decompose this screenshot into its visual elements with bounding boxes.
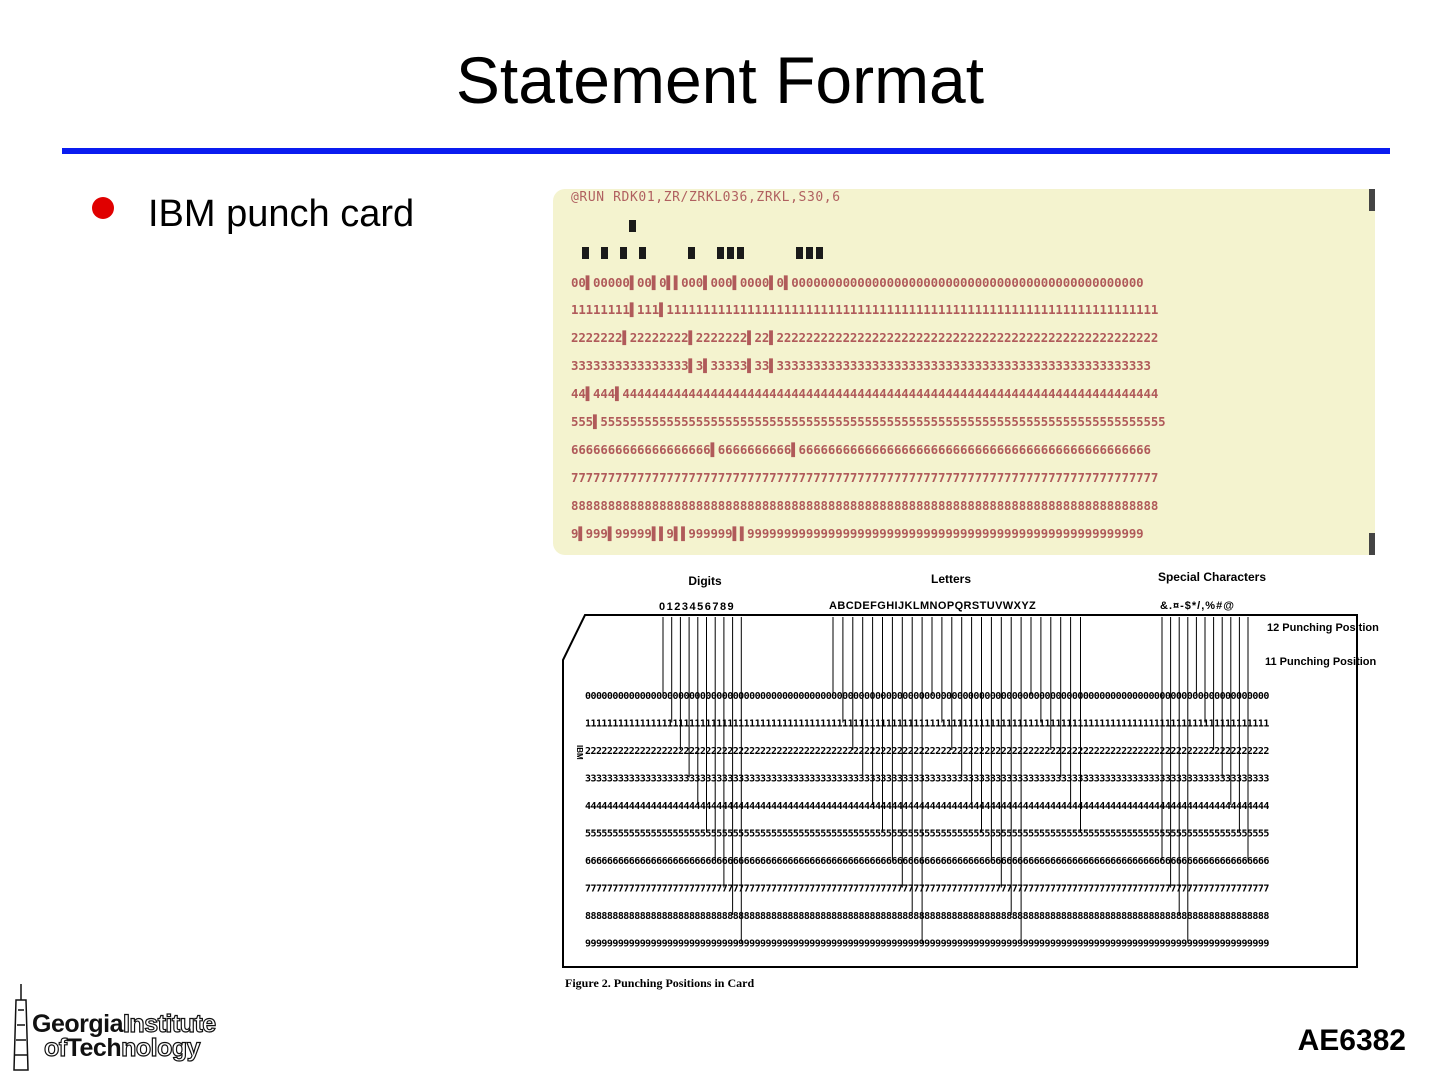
diagram-row-2: 2222222222222222222222222222222222222222… (585, 746, 1269, 757)
card-row-5: 555▌555555555555555555555555555555555555… (571, 414, 1166, 429)
punch-12-label: 12 Punching Position (1267, 622, 1379, 634)
digits-heading: Digits (688, 574, 722, 588)
logo-line-2: ofTechnology (43, 1033, 202, 1063)
diagram-row-5: 5555555555555555555555555555555555555555… (585, 829, 1269, 840)
special-heading: Special Characters (1158, 570, 1266, 584)
diagram-drawing: Digits Letters Special Characters 012345… (562, 570, 1379, 990)
diagram-digit-rows: 0000000000000000000000000000000000000000… (585, 691, 1270, 950)
diagram-leader-lines (662, 617, 1249, 943)
logo-word-tech: Tech (66, 1034, 122, 1062)
card-hole (727, 247, 734, 259)
card-hole (717, 247, 724, 259)
diagram-row-7: 7777777777777777777777777777777777777777… (585, 884, 1269, 895)
diagram-row-8: 8888888888888888888888888888888888888888… (585, 911, 1269, 922)
special-label: &.¤-$*/,%#@ (1160, 600, 1235, 612)
card-hole (582, 247, 589, 259)
side-label: IBM (575, 745, 584, 760)
card-hole (620, 247, 627, 259)
card-row-7: 7777777777777777777777777777777777777777… (571, 470, 1159, 485)
card-row-0: 00▌00000▌00▌0▌▌000▌000▌0000▌0▌0000000000… (571, 275, 1144, 290)
diagram-row-0: 0000000000000000000000000000000000000000… (585, 691, 1269, 702)
logo-tower-icon (13, 984, 29, 1071)
card-hole (737, 247, 744, 259)
card-row-3: 3333333333333333▌3▌33333▌33▌333333333333… (571, 358, 1151, 373)
card-hole (796, 247, 803, 259)
diagram-row-9: 9999999999999999999999999999999999999999… (585, 939, 1269, 950)
card-row-6: 6666666666666666666▌6666666666▌666666666… (571, 442, 1151, 457)
punch-card-photo: @RUN RDK01,ZR/ZRKL036,ZRKL,S30,6 00▌0000… (553, 189, 1375, 555)
logo-word-institute: Institute (122, 1009, 216, 1038)
title-rule (62, 148, 1390, 154)
logo-word-georgia: Georgia (32, 1010, 123, 1038)
logo-word-of: of (43, 1033, 67, 1062)
card-hole (806, 247, 813, 259)
punching-positions-diagram: Digits Letters Special Characters 012345… (555, 555, 1379, 995)
card-row-2: 2222222▌22222222▌2222222▌22▌222222222222… (571, 330, 1159, 345)
card-edge (1369, 189, 1375, 555)
letters-heading: Letters (931, 572, 971, 586)
card-row-4: 44▌444▌444444444444444444444444444444444… (571, 386, 1159, 401)
card-hole (816, 247, 823, 259)
diagram-row-1: 1111111111111111111111111111111111111111… (585, 719, 1269, 730)
bullet-text: IBM punch card (148, 193, 415, 235)
card-hole (688, 247, 695, 259)
card-row-1: 11111111▌111▌111111111111111111111111111… (571, 302, 1159, 317)
card-hole (601, 247, 608, 259)
card-row-8: 8888888888888888888888888888888888888888… (571, 498, 1159, 513)
bullet-dot-icon (92, 196, 114, 219)
course-code: AE6382 (1297, 1024, 1406, 1057)
digits-label: 0123456789 (659, 601, 735, 613)
georgia-tech-logo: GeorgiaInstitute ofTechnology (10, 980, 300, 1076)
card-row-9: 9▌999▌99999▌▌9▌▌999999▌▌9999999999999999… (571, 526, 1144, 541)
card-outline (562, 614, 1358, 968)
letters-label: ABCDEFGHIJKLMNOPQRSTUVWXYZ (829, 600, 1036, 612)
card-hole (629, 220, 636, 232)
diagram-row-4: 4444444444444444444444444444444444444444… (585, 801, 1269, 812)
card-header-text: @RUN RDK01,ZR/ZRKL036,ZRKL,S30,6 (571, 190, 841, 205)
diagram-row-3: 3333333333333333333333333333333333333333… (585, 774, 1269, 785)
card-hole (639, 247, 646, 259)
bullet-item: IBM punch card (92, 193, 414, 236)
logo-line-1: GeorgiaInstitute (32, 1009, 217, 1039)
figure-caption: Figure 2. Punching Positions in Card (565, 976, 754, 990)
punch-11-label: 11 Punching Position (1265, 656, 1377, 668)
logo-word-nology: nology (121, 1033, 202, 1062)
diagram-row-6: 6666666666666666666666666666666666666666… (585, 856, 1269, 867)
slide-title: Statement Format (455, 43, 985, 117)
